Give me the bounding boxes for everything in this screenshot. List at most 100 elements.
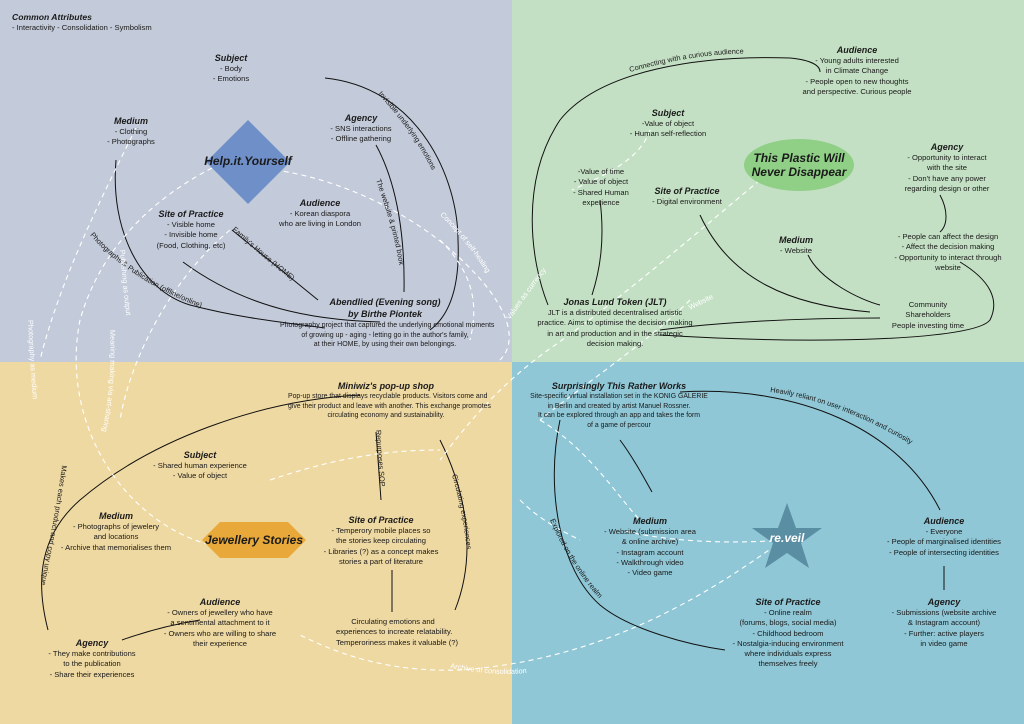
bl-subject-heading: Subject	[183, 450, 217, 460]
br-medium: Medium - Website (submission area & onli…	[594, 515, 706, 578]
br-medium-line: - Website (submission area	[604, 527, 696, 536]
br-audience-line: - Everyone	[925, 527, 963, 536]
tl-subject: Subject - Body - Emotions	[201, 52, 261, 85]
svg-text:Concept of self-healing: Concept of self-healing	[439, 210, 493, 274]
bl-audience-line: - Owners of jewellery who have	[167, 608, 273, 617]
bl-medium: Medium - Photographs of jewelery and loc…	[56, 510, 176, 553]
br-agency-heading: Agency	[927, 597, 961, 607]
tr-people-line: website	[935, 262, 961, 272]
plastic-label-line-2: Never Disappear	[751, 165, 847, 179]
svg-text:Family's House (HOME): Family's House (HOME)	[231, 225, 297, 282]
tr-site-heading: Site of Practice	[654, 186, 720, 196]
tr-agency: Agency - Opportunity to interact with th…	[898, 141, 996, 194]
tr-value-line: experience	[582, 197, 620, 207]
tl-abendlied: Abendlied (Evening song) by Birthe Piont…	[280, 296, 495, 350]
tl-abendlied-line: Photography project that captured the un…	[280, 322, 495, 329]
tr-audience-heading: Audience	[836, 45, 878, 55]
bl-circulating: Circulating emotions and experiences to …	[336, 617, 458, 648]
bl-audience: Audience - Owners of jewellery who have …	[160, 596, 280, 649]
tr-jlt-line: in art and production and in the strateg…	[547, 328, 683, 338]
tr-jlt: Jonas Lund Token (JLT) JLT is a distribu…	[530, 296, 700, 349]
br-site-heading: Site of Practice	[755, 597, 821, 607]
br-site-of-practice: Site of Practice - Online realm (forums,…	[724, 596, 852, 670]
bl-miniwiz: Miniwiz's pop-up shop Pop-up store that …	[288, 380, 491, 421]
bl-agency-line: - They make contributions	[48, 649, 136, 658]
tr-medium: Medium - Website	[766, 234, 826, 256]
br-agency-line: - Further: active players	[904, 628, 984, 638]
tr-community-line: Shareholders	[905, 310, 951, 320]
tl-subject-heading: Subject	[214, 53, 248, 63]
br-medium-line: & online archive)	[621, 537, 679, 547]
bl-site-line: - Libraries (?) as a concept makes	[323, 546, 439, 556]
tr-subject-line: -Value of object	[641, 119, 695, 128]
br-str-heading: Surprisingly This Rather Works	[551, 381, 687, 391]
edge-label-bl-5: Publishing as output	[118, 249, 133, 315]
bl-audience-line: their experience	[192, 638, 248, 648]
tr-community-line: Community	[908, 300, 948, 309]
tl-abendlied-title: Abendlied (Evening song)	[329, 297, 441, 307]
br-agency: Agency - Submissions (website archive & …	[876, 596, 1012, 649]
jewellery-hexagon	[202, 522, 306, 558]
tr-audience-line: - People open to new thoughts	[805, 76, 909, 86]
plastic-ellipse	[744, 139, 854, 191]
reveil-label: re.veil	[769, 531, 805, 545]
br-medium-heading: Medium	[632, 516, 667, 526]
tr-medium-line: - Website	[780, 246, 812, 255]
tl-medium-heading: Medium	[113, 116, 148, 126]
common-title: Common Attributes	[12, 12, 92, 22]
br-medium-line: - Video game	[627, 568, 673, 578]
tr-value-line: - Shared Human	[573, 187, 629, 197]
tr-people-affect: - People can affect the design - Affect …	[886, 232, 1010, 273]
tl-site-of-practice: Site of Practice - Visible home - Invisi…	[145, 208, 237, 251]
svg-text:Repurposes SOP: Repurposes SOP	[374, 430, 387, 487]
tl-audience: Audience - Korean diaspora who are livin…	[270, 197, 370, 230]
tl-abendlied-line: of growing up - aging - letting go in th…	[301, 331, 469, 339]
tr-jlt-line: JLT is a distributed decentralised artis…	[547, 308, 683, 317]
bl-agency-line: - Share their experiences	[49, 669, 135, 679]
br-audience-line: - People of intersecting identities	[889, 547, 999, 557]
edge-label-tr-1: Connecting with a curious audience	[628, 47, 743, 74]
br-agency-line: - Submissions (website archive	[891, 608, 997, 617]
svg-text:Circulating experiences: Circulating experiences	[450, 473, 474, 550]
br-site-line: - Online realm	[764, 608, 812, 617]
tr-agency-heading: Agency	[930, 142, 964, 152]
svg-text:Meaning making via art-sharing: Meaning making via art-sharing	[100, 330, 117, 433]
tr-subject-line: - Human self-reflection	[629, 129, 707, 139]
tr-agency-line: with the site	[926, 163, 968, 173]
br-site-line: (forums, blogs, social media)	[739, 618, 837, 628]
tr-subject: Subject -Value of object - Human self-re…	[618, 107, 718, 140]
tr-people-line: - Affect the decision making	[901, 242, 995, 252]
br-medium-line: - Instagram account	[616, 547, 684, 557]
br-site-line: - Childhood bedroom	[752, 628, 824, 638]
svg-text:Photography as medium: Photography as medium	[26, 320, 40, 400]
br-site-line: where individuals express	[744, 649, 832, 659]
bl-agency-heading: Agency	[75, 638, 109, 648]
tl-site-line: (Food, Clothing, etc)	[156, 240, 226, 250]
tl-agency-line: - SNS interactions	[330, 124, 392, 133]
plastic-label: This Plastic Will Never Disappear	[744, 151, 854, 179]
bl-agency-line: to the publication	[63, 659, 121, 669]
bl-circulating-line: experiences to increate relatability.	[336, 627, 453, 637]
tl-audience-line: who are living in London	[279, 219, 361, 229]
tr-medium-heading: Medium	[778, 235, 813, 245]
br-agency-line: & Instagram account)	[907, 618, 981, 628]
bl-miniwiz-line: circulating economy and sustainability.	[327, 412, 445, 419]
br-str-line: Site-specific virtual installation set i…	[530, 393, 708, 400]
bl-medium-line: - Photographs of jewelery	[72, 522, 160, 531]
solid-connectors	[41, 57, 995, 651]
tl-site-heading: Site of Practice	[158, 209, 224, 219]
br-audience-line: - People of marginalised identities	[887, 537, 1001, 547]
tr-value-line: - Value of object	[573, 177, 629, 187]
bl-site-line: the stories keep circulating	[336, 536, 426, 546]
br-medium-line: - Walkthrough video	[616, 557, 684, 567]
tl-audience-heading: Audience	[299, 198, 341, 208]
bl-miniwiz-heading: Miniwiz's pop-up shop	[337, 381, 435, 391]
edge-label-tl-3: Family's House (HOME)	[231, 225, 297, 282]
reveil-star	[752, 503, 822, 568]
bl-site-of-practice: Site of Practice - Temperory mobile plac…	[316, 514, 446, 567]
tl-audience-line: - Korean diaspora	[289, 209, 351, 218]
bl-site-line: - Temperory mobile places so	[331, 526, 431, 535]
plastic-label-line-1: This Plastic Will	[753, 151, 845, 165]
bl-audience-line: a sentimental attachment to it	[170, 618, 270, 628]
edge-label-bl-2: Circulating experiences	[450, 473, 474, 550]
